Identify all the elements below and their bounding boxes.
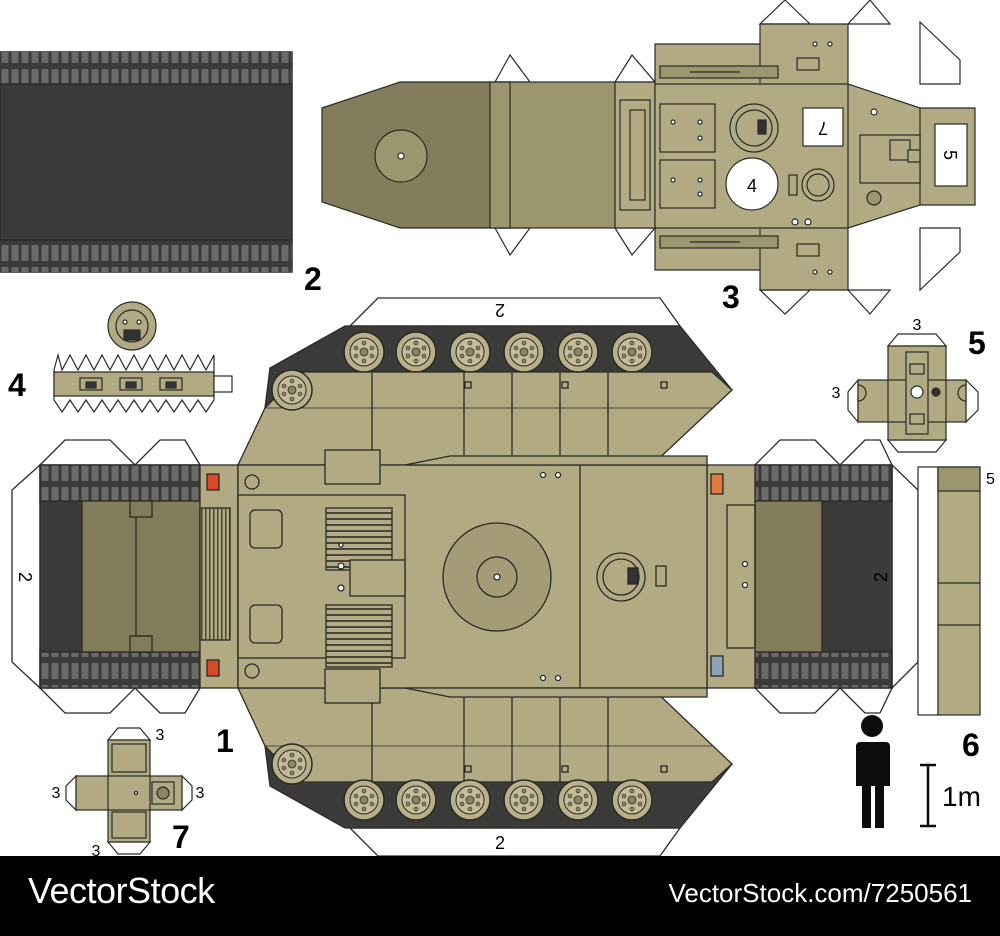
hatch-5-label: 5 xyxy=(940,150,960,160)
hull-top-tab-label: 2 xyxy=(495,300,505,320)
part-6-strip xyxy=(917,466,981,716)
footer-bar: VectorStock VectorStock.com/7250561 xyxy=(0,856,1000,936)
part-3-turret-net xyxy=(321,0,976,315)
part-2-track-strip xyxy=(0,51,293,273)
part-6-tab-label: 5 xyxy=(986,471,995,488)
footer-brand: VectorStock xyxy=(28,870,215,911)
part-7-box-net xyxy=(65,727,193,855)
part-5-tab-top-label: 3 xyxy=(913,317,922,334)
part-3-label: 3 xyxy=(722,279,740,315)
hull-left-tab-label: 2 xyxy=(15,572,35,582)
scale-label: 1m xyxy=(942,781,981,812)
part-7-tab-left-label: 3 xyxy=(52,785,61,802)
hatch-4-label: 4 xyxy=(747,176,757,196)
part-2-label: 2 xyxy=(304,261,322,297)
part-4-cupola xyxy=(53,301,233,414)
part-7-label: 7 xyxy=(172,819,190,855)
part-5-label: 5 xyxy=(968,325,986,361)
hull-right-tab-label: 2 xyxy=(871,572,891,582)
scale-bar xyxy=(920,763,936,828)
part-7-tab-top-label: 3 xyxy=(156,727,165,744)
part-4-label: 4 xyxy=(8,367,26,403)
part-6-label: 6 xyxy=(962,727,980,763)
part-5-box-net xyxy=(847,333,979,453)
part-1-label: 1 xyxy=(216,723,234,759)
human-scale-figure-icon xyxy=(856,715,890,828)
footer-url: VectorStock.com/7250561 xyxy=(668,878,972,908)
part-5-tab-left-label: 3 xyxy=(832,385,841,402)
hatch-7-label: 7 xyxy=(818,118,828,138)
part-7-tab-right-label: 3 xyxy=(196,785,205,802)
hull-bottom-tab-label: 2 xyxy=(495,833,505,853)
part-7-tab-bottom-label: 3 xyxy=(92,843,101,860)
